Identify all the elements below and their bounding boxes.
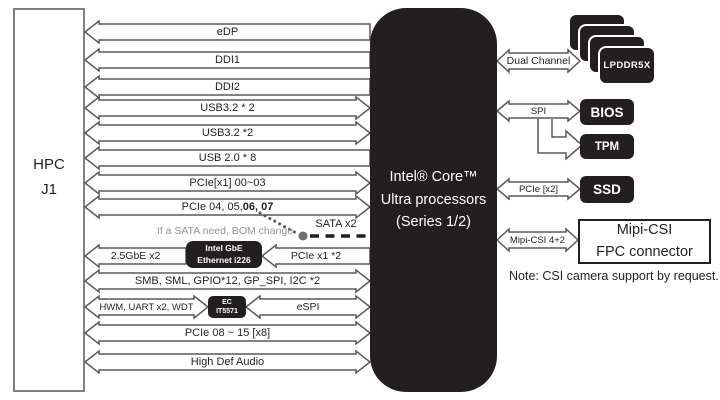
bus-edp-label: eDP xyxy=(216,26,239,38)
bus-high-def-audio: High Def Audio xyxy=(83,349,372,375)
lpddr5x-label: LPDDR5X xyxy=(603,60,651,71)
bus-pcie-04-07-label: PCIe 04, 05, 06, 07 xyxy=(85,196,370,218)
bus-pcie-00-03: PCIe[x1] 00~03 xyxy=(83,170,372,196)
bus-pcie-x1: PCIe x1 *2 xyxy=(260,243,371,269)
bus-smb-gpio-label: SMB, SML, GPIO*12, GP_SPI, I2C *2 xyxy=(134,275,321,287)
bus-usb32-a: USB3.2 * 2 xyxy=(83,95,372,121)
tpm-label: TPM xyxy=(594,140,620,153)
fpc-connector-label: FPC connector xyxy=(596,243,693,260)
bus-usb32-a-label: USB3.2 * 2 xyxy=(200,102,255,114)
bus-pcie-04-07-label-normal: PCIe 04, 05, xyxy=(181,201,243,213)
bus-pcie-x2: PCIe [x2] xyxy=(495,177,582,201)
bus-pcie-08-15: PCIe 08 ~ 15 [x8] xyxy=(83,320,372,346)
bus-pcie-04-07-label-bold: 06, 07 xyxy=(242,201,274,213)
bus-usb20-label: USB 2.0 * 8 xyxy=(198,152,257,164)
spi-branch-arrow xyxy=(537,119,584,161)
cpu-line2: Ultra processors xyxy=(380,191,487,208)
tpm-chip: TPM xyxy=(580,134,634,159)
bus-spi-label: SPI xyxy=(530,105,547,117)
bus-usb32-b: USB3.2 *2 xyxy=(83,120,372,146)
sata-bullet xyxy=(298,231,308,241)
bus-2-5gbe: 2.5GbE x2 xyxy=(83,243,187,269)
bus-ddi1: DDI1 xyxy=(83,47,371,73)
mipi-csi-fpc-connector: Mipi-CSI FPC connector xyxy=(578,219,711,264)
bus-mipi-csi-label: Mipi-CSI 4+2 xyxy=(509,234,566,246)
sata-bom-note: If a SATA need, BOM change xyxy=(156,225,294,237)
bus-pcie-08-15-label: PCIe 08 ~ 15 [x8] xyxy=(184,327,271,339)
bus-espi-label: eSPI xyxy=(296,301,320,313)
bus-high-def-audio-label: High Def Audio xyxy=(190,356,265,368)
bus-dual-channel-label: Dual Channel xyxy=(506,55,571,67)
bus-usb32-b-label: USB3.2 *2 xyxy=(201,127,254,139)
ec-it5571-chip: EC IT5571 xyxy=(208,296,246,318)
hpc-j1-connector: HPC J1 xyxy=(13,8,85,392)
bus-pcie-x1-label: PCIe x1 *2 xyxy=(290,250,342,262)
ethernet-i226-label: Ethernet i226 xyxy=(197,254,251,265)
bus-smb-gpio: SMB, SML, GPIO*12, GP_SPI, I2C *2 xyxy=(83,268,372,294)
hpc-label: HPC xyxy=(33,155,65,173)
bus-pcie-x2-label: PCIe [x2] xyxy=(518,183,559,195)
cpu-line1: Intel® Core™ xyxy=(389,169,478,186)
sata-dashed-line xyxy=(258,211,372,241)
mipi-csi-label: Mipi-CSI xyxy=(616,222,673,239)
ssd-label: SSD xyxy=(593,182,621,197)
bus-mipi-csi: Mipi-CSI 4+2 xyxy=(495,227,580,253)
bus-2-5gbe-label: 2.5GbE x2 xyxy=(110,250,161,262)
bus-ddi2: DDI2 xyxy=(83,74,371,100)
bios-label: BIOS xyxy=(590,104,624,120)
bus-hwm-uart-wdt-label: HWM, UART x2, WDT xyxy=(99,301,194,313)
csi-camera-note: Note: CSI camera support by request. xyxy=(509,269,719,283)
bus-ddi1-label: DDI1 xyxy=(214,54,241,66)
cpu-line3: (Series 1/2) xyxy=(396,214,471,231)
bios-chip: BIOS xyxy=(580,99,634,125)
lpddr5x-chip-front: LPDDR5X xyxy=(598,46,656,85)
intel-gbe-label: Intel GbE xyxy=(205,243,243,254)
ec-label: EC xyxy=(222,298,232,306)
lpddr5x-stack: LPDDR5X xyxy=(568,13,658,85)
bus-usb20: USB 2.0 * 8 xyxy=(83,145,371,171)
intel-gbe-i226-chip: Intel GbE Ethernet i226 xyxy=(186,241,262,268)
bus-pcie-04-07: PCIe 04, 05, 06, 07 xyxy=(83,194,372,220)
it5571-label: IT5571 xyxy=(216,308,238,315)
bus-pcie-00-03-label: PCIe[x1] 00~03 xyxy=(189,177,266,189)
ssd-chip: SSD xyxy=(580,176,634,203)
bus-spi: SPI xyxy=(495,99,582,123)
bus-ddi2-label: DDI2 xyxy=(214,81,241,93)
intel-core-ultra-processor: Intel® Core™ Ultra processors (Series 1/… xyxy=(370,8,497,392)
bus-hwm-uart-wdt: HWM, UART x2, WDT xyxy=(83,294,210,320)
hpc-j1-label: J1 xyxy=(41,181,57,198)
bus-edp: eDP xyxy=(83,19,371,45)
bus-espi: eSPI xyxy=(244,294,372,320)
sata-x2-label: SATA x2 xyxy=(315,218,357,230)
